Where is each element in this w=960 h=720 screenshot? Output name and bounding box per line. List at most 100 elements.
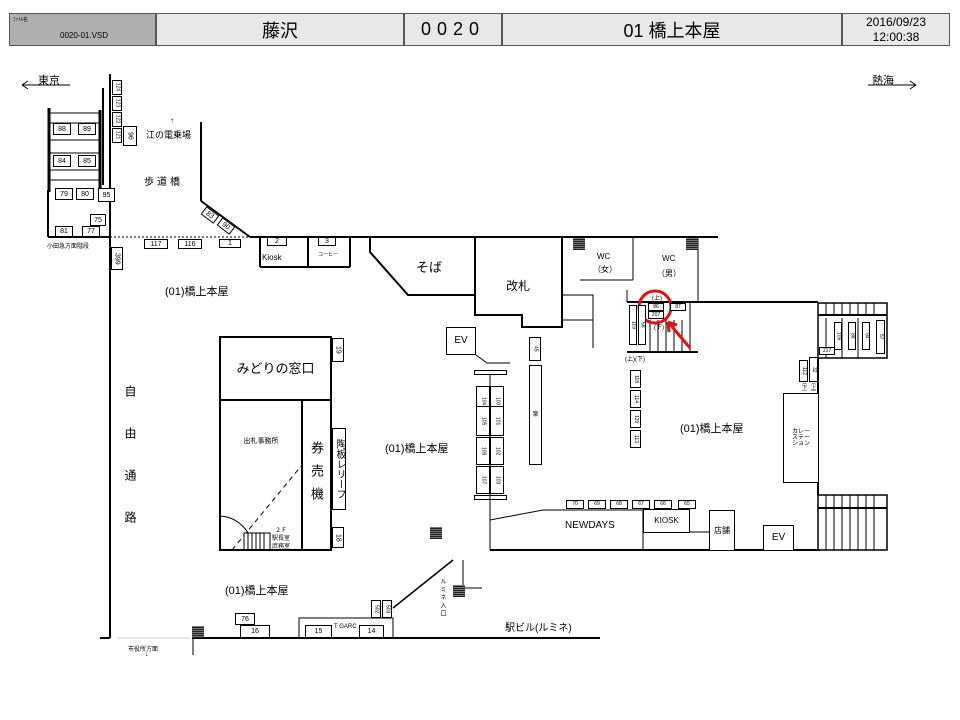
marker[interactable]: 19 xyxy=(332,338,344,362)
office-2f-floor: ２Ｆ xyxy=(275,528,288,534)
info-board: 案 xyxy=(529,365,542,465)
locker[interactable]: 103 xyxy=(490,466,504,494)
station-name: 藤沢 xyxy=(156,13,404,46)
wc-female-label: WC xyxy=(597,252,611,261)
marker[interactable]: 120 xyxy=(630,410,641,428)
pillar-icon xyxy=(453,585,465,597)
marker[interactable]: 67 xyxy=(632,500,650,509)
free-passage-label: 自由通路 xyxy=(123,385,137,553)
ticket-machine: 券売機 xyxy=(301,399,332,551)
marker[interactable]: 76 xyxy=(235,613,255,625)
stair-up-label: (上) xyxy=(652,296,662,302)
marker[interactable]: 117 xyxy=(144,239,168,249)
file-label: ﾌｧｲﾙ名 xyxy=(13,17,29,23)
area-label-main: (01)橋上本屋 xyxy=(385,443,449,455)
marker[interactable]: 399 xyxy=(111,247,123,270)
marker[interactable]: 14 xyxy=(359,625,384,638)
file-cell: ﾌｧｲﾙ名 0020-01.VSD xyxy=(9,13,156,46)
marker[interactable]: 58 xyxy=(638,305,646,345)
locker[interactable]: 106 xyxy=(476,437,490,465)
marker[interactable]: 217 xyxy=(819,347,835,355)
marker[interactable]: 86 xyxy=(648,303,664,311)
marker[interactable]: 122 xyxy=(112,112,122,127)
pillar-icon xyxy=(573,238,585,250)
marker[interactable]: 2 xyxy=(267,237,287,246)
marker[interactable]: 85 xyxy=(78,155,96,167)
pillar-icon xyxy=(430,527,442,539)
marker[interactable]: 502 xyxy=(371,600,381,618)
locker-bar xyxy=(474,495,507,500)
marker[interactable]: 16 xyxy=(240,625,270,638)
marker[interactable]: 84 xyxy=(53,155,71,167)
marker[interactable]: 112 xyxy=(799,360,808,382)
coffee-label: コーヒー xyxy=(318,252,339,258)
direction-tokyo: 東京 xyxy=(38,75,60,87)
locker[interactable]: 105 xyxy=(476,406,490,436)
marker[interactable]: 81 xyxy=(55,226,73,237)
marker[interactable]: 95 xyxy=(98,188,115,202)
marker[interactable]: 124 xyxy=(112,80,122,95)
locker[interactable]: 102 xyxy=(490,437,504,465)
shop: 店舗 xyxy=(709,510,735,551)
marker[interactable]: 66 xyxy=(654,500,672,509)
stair-down-label: (下) xyxy=(654,325,664,331)
marker[interactable]: 116 xyxy=(178,239,202,249)
marker[interactable]: 109 xyxy=(834,322,842,350)
city-hall-label: 市役所方面 xyxy=(128,647,159,653)
ceramic-relief: 陶板レリーフ xyxy=(332,428,346,510)
time: 12:00:38 xyxy=(872,29,920,44)
direction-atami: 熱海 xyxy=(872,75,894,87)
down-arrow-icon: ↓ xyxy=(145,651,149,658)
marker[interactable]: 45 xyxy=(529,337,541,361)
wc-male-label: WC xyxy=(662,254,676,263)
station-building-label: 駅ビル(ルミネ) xyxy=(505,623,572,634)
marker[interactable]: 503 xyxy=(382,600,392,618)
marker[interactable]: 88 xyxy=(848,322,856,350)
marker[interactable]: 69 xyxy=(588,500,606,509)
marker[interactable]: 118 xyxy=(630,370,641,388)
marker[interactable]: 18 xyxy=(332,527,344,548)
marker[interactable]: 119 xyxy=(629,305,637,345)
marker[interactable]: 89 xyxy=(78,123,96,135)
lumine-entrance-label: ルミネ入口 xyxy=(439,578,445,618)
curry-station: カレーステーション xyxy=(783,393,819,483)
area-label-main: (01)橋上本屋 xyxy=(225,585,289,597)
marker[interactable]: 121 xyxy=(112,128,122,143)
locker[interactable]: 101 xyxy=(490,406,504,436)
marker[interactable]: 88 xyxy=(53,123,71,135)
date: 2016/09/23 xyxy=(865,14,927,29)
marker[interactable]: 94 xyxy=(862,322,870,350)
marker[interactable]: 70 xyxy=(566,500,584,509)
stair-up2-label: (上) xyxy=(810,383,816,392)
kiosk-small-label: Kiosk xyxy=(262,253,282,262)
marker[interactable]: 68 xyxy=(610,500,628,509)
marker[interactable]: 57 xyxy=(876,320,885,354)
marker[interactable]: 1 xyxy=(219,239,241,248)
marker[interactable]: 15 xyxy=(305,625,332,638)
marker[interactable]: 96 xyxy=(123,126,137,146)
pillar-icon xyxy=(192,626,204,638)
elevator: EV xyxy=(446,327,476,355)
marker[interactable]: 87 xyxy=(670,303,686,311)
marker[interactable]: 123 xyxy=(112,96,122,111)
marker[interactable]: 77 xyxy=(82,226,100,237)
marker[interactable]: 207 xyxy=(648,311,664,319)
marker[interactable]: 32 xyxy=(809,357,818,382)
marker[interactable]: 79 xyxy=(55,188,73,200)
marker[interactable]: 80 xyxy=(76,188,94,200)
marker[interactable]: 65 xyxy=(678,500,696,509)
office-2f-room1: 駅長室 xyxy=(272,536,291,542)
stair-updown-label: (上)(下) xyxy=(625,357,645,363)
marker[interactable]: 113 xyxy=(630,430,641,448)
ticket-office: 出札事務所 xyxy=(219,399,303,551)
marker[interactable]: 75 xyxy=(90,214,106,226)
marker[interactable]: 3 xyxy=(318,237,336,246)
marker[interactable]: 114 xyxy=(630,390,641,408)
t-garden-label: T GARC xyxy=(334,624,357,630)
locker[interactable]: 107 xyxy=(476,466,490,494)
midori-window: みどりの窓口 xyxy=(219,336,332,401)
newdays-label: NEWDAYS xyxy=(565,520,615,531)
